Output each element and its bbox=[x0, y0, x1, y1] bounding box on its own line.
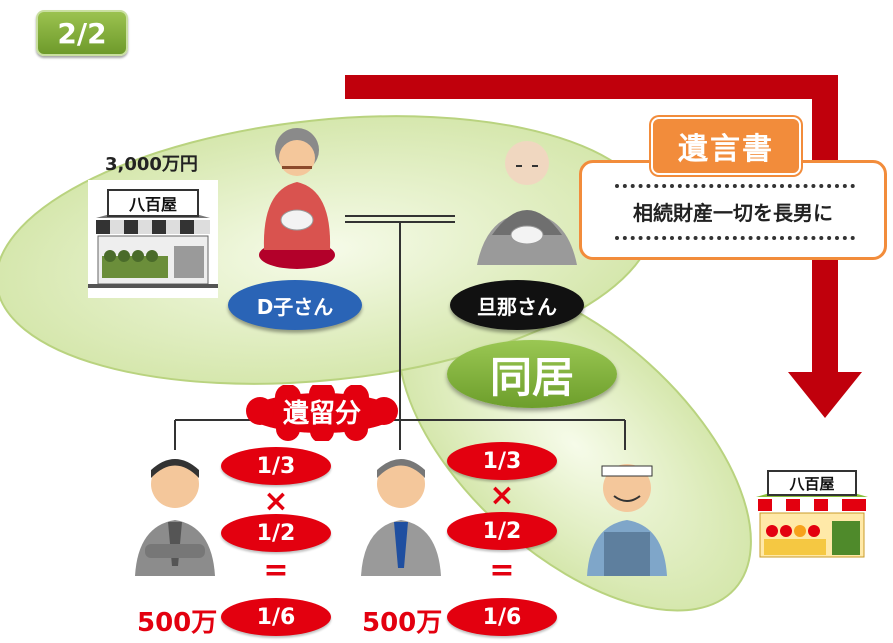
calc-right-fraction-a: 1/3 bbox=[447, 442, 557, 480]
calc-right-equals: = bbox=[489, 553, 515, 588]
will-dots-top bbox=[615, 184, 855, 188]
calc-left-multiply: × bbox=[263, 484, 289, 519]
mother-name-badge: D子さん bbox=[228, 280, 362, 330]
inherited-shop-illustration: 八百屋 bbox=[756, 470, 868, 558]
calc-left-equals: = bbox=[263, 553, 289, 588]
shop-sign-text: 八百屋 bbox=[128, 195, 177, 214]
shop-illustration: 八百屋 bbox=[88, 180, 218, 298]
will-content-box bbox=[579, 160, 887, 260]
will-dots-bottom bbox=[615, 236, 855, 240]
mother-illustration bbox=[259, 128, 335, 269]
calc-left-fraction-b: 1/2 bbox=[221, 514, 331, 552]
reserved-share-cloud bbox=[246, 385, 398, 441]
calc-right-multiply: × bbox=[489, 478, 515, 513]
reserved-share-label: 遺留分 bbox=[282, 399, 361, 429]
calc-right-result: 1/6 bbox=[447, 598, 557, 636]
will-title: 遺言書 bbox=[651, 117, 801, 175]
estate-amount: 3,000万円 bbox=[105, 154, 198, 175]
child-left-illustration bbox=[135, 459, 215, 576]
calc-left-amount: 500万 bbox=[137, 608, 218, 638]
calc-right-fraction-b: 1/2 bbox=[447, 512, 557, 550]
child-middle-illustration bbox=[361, 459, 441, 576]
calc-left-fraction-a: 1/3 bbox=[221, 447, 331, 485]
calc-right-amount: 500万 bbox=[362, 608, 443, 638]
father-name-badge: 旦那さん bbox=[450, 280, 584, 330]
child-right-illustration bbox=[587, 464, 667, 576]
will-text: 相続財産一切を長男に bbox=[633, 201, 833, 225]
inheritance-arrow bbox=[345, 75, 862, 418]
father-illustration bbox=[477, 141, 577, 265]
calc-left-result: 1/6 bbox=[221, 598, 331, 636]
inherited-shop-sign-text: 八百屋 bbox=[788, 475, 834, 493]
cohabit-label: 同居 bbox=[447, 340, 617, 408]
page-indicator: 2/2 bbox=[36, 10, 128, 56]
